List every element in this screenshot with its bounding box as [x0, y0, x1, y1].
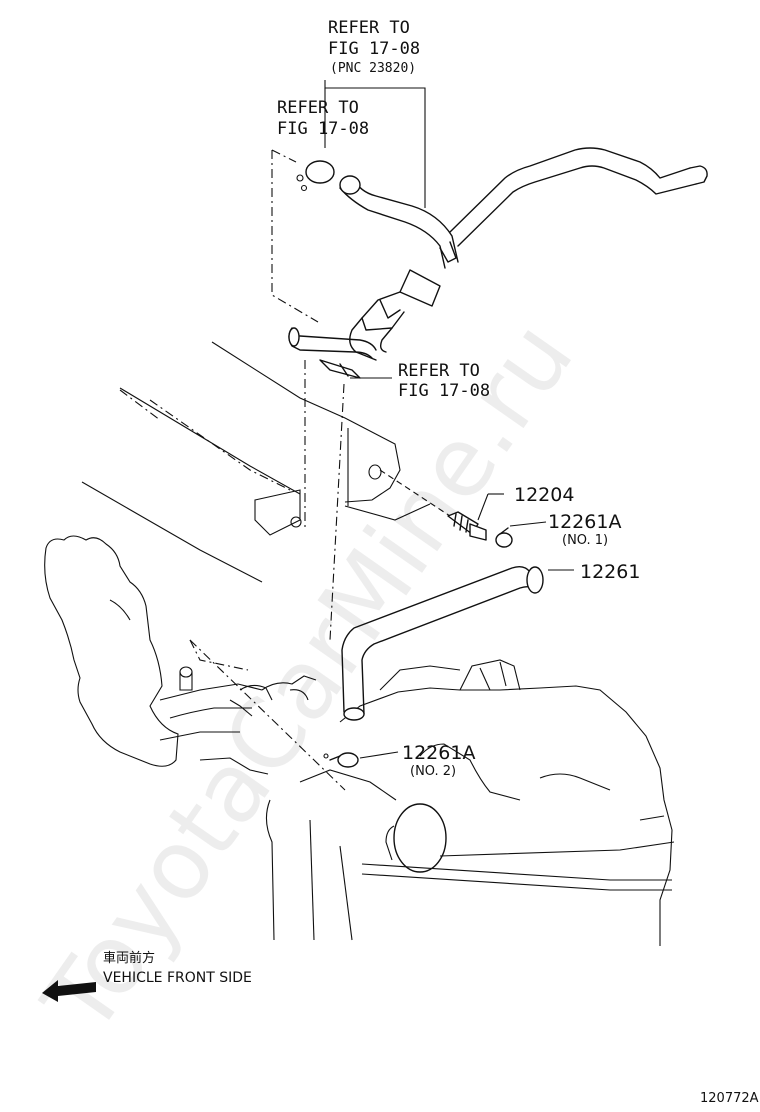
direction-label-japanese: 車両前方	[103, 950, 155, 966]
figure-id: 120772A	[700, 1091, 759, 1106]
clip-12261a-no1	[495, 527, 513, 548]
callout-refer-left: REFER TO FIG 17-08	[277, 98, 369, 139]
clip-12261a-no2	[323, 752, 359, 768]
callout-refer-mid: REFER TO FIG 17-08	[398, 361, 490, 401]
arrow-left-icon	[42, 980, 96, 1002]
direction-label-english: VEHICLE FRONT SIDE	[103, 970, 252, 986]
part-note-no2: (NO. 2)	[410, 764, 456, 779]
callout-refer-mid-line2: FIG 17-08	[398, 381, 490, 401]
leader-lines	[324, 80, 574, 759]
fitting-12204	[447, 511, 487, 541]
part-number-12261: 12261	[580, 561, 640, 583]
part-number-12261a-no2: 12261A	[402, 742, 475, 764]
callout-refer-top: REFER TO FIG 17-08 (PNC 23820)	[328, 18, 420, 76]
callout-refer-top-line1: REFER TO	[328, 18, 410, 38]
part-number-12261a-no1: 12261A	[548, 511, 621, 533]
part-number-12204: 12204	[514, 484, 574, 506]
callout-refer-mid-line1: REFER TO	[398, 361, 480, 381]
callout-refer-left-line1: REFER TO	[277, 98, 359, 118]
hose-12261	[341, 565, 544, 721]
vehicle-front-indicator: 車両前方 VEHICLE FRONT SIDE	[42, 950, 252, 1002]
callout-refer-top-line2: FIG 17-08	[328, 39, 420, 59]
callout-refer-left-line2: FIG 17-08	[277, 119, 369, 139]
part-note-no1: (NO. 1)	[562, 533, 608, 548]
callout-refer-top-pnc: (PNC 23820)	[330, 61, 416, 76]
reference-lines	[119, 149, 451, 791]
watermark: ToyotaCarMine.ru	[22, 302, 595, 1054]
upper-hose-assembly	[288, 147, 708, 379]
hose-cap	[296, 160, 335, 192]
engine-outline	[44, 341, 675, 946]
